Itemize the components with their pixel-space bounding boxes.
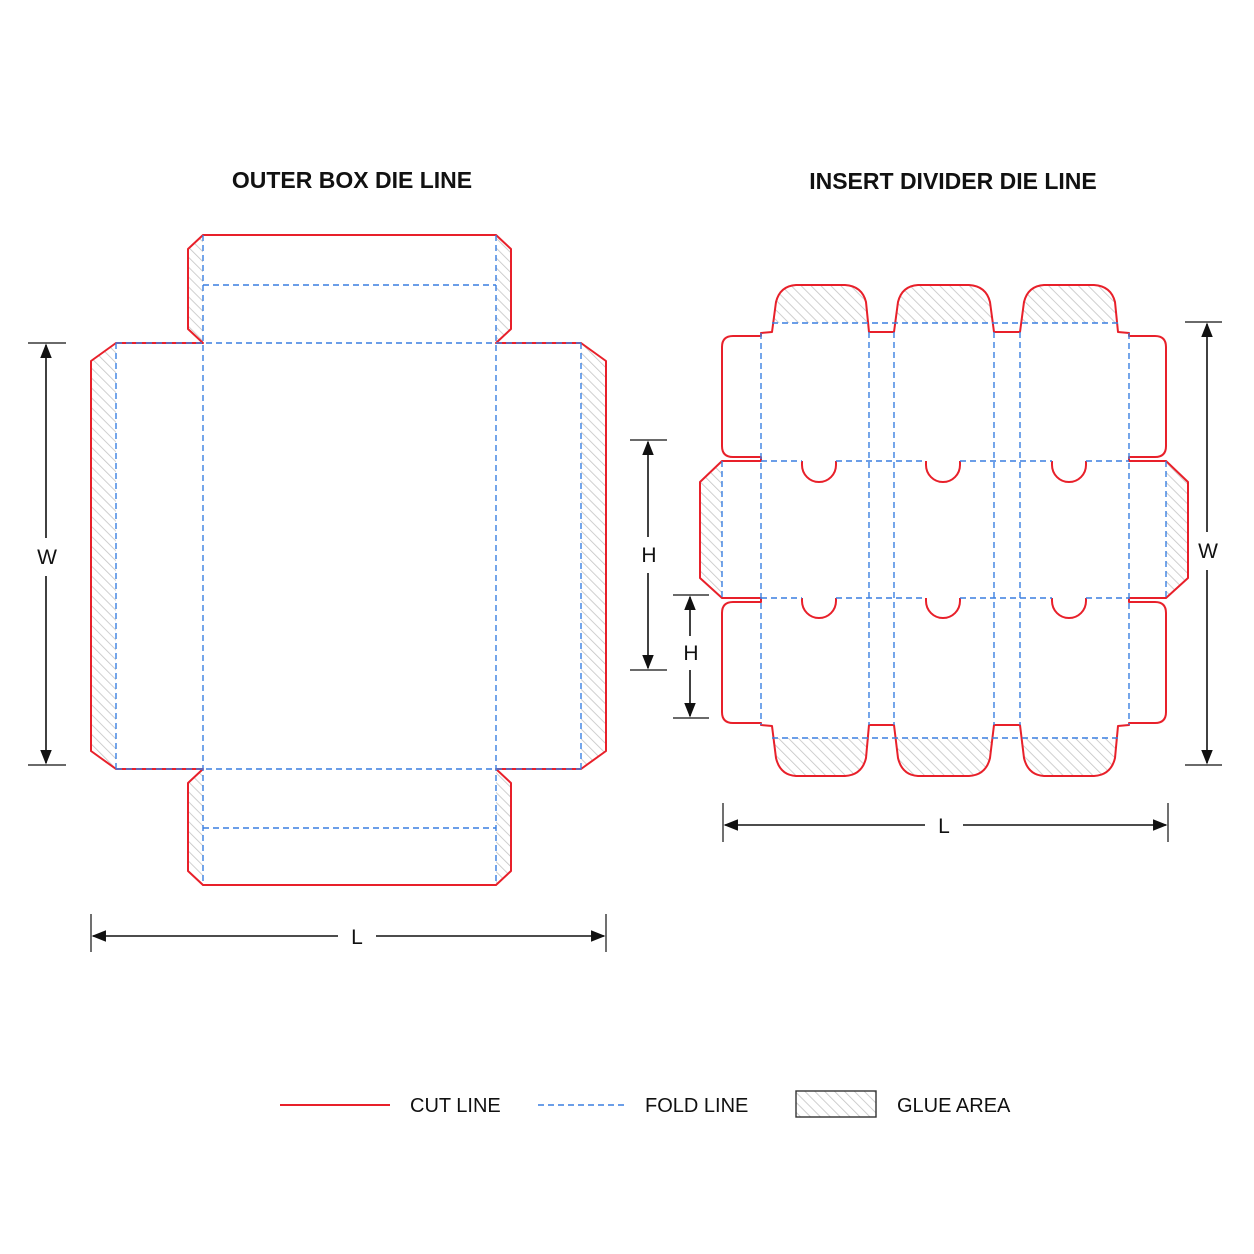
outer-dim-l-label: L — [351, 926, 363, 949]
insert-glue-bottom-tab-3 — [1020, 738, 1118, 776]
outer-glue-right-flap — [581, 343, 606, 769]
outer-dimension-w: W — [28, 342, 66, 766]
legend-fold-label: FOLD LINE — [645, 1095, 748, 1117]
insert-divider-die-line: H H W L — [630, 284, 1222, 842]
insert-dim-h2-label: H — [683, 642, 698, 665]
insert-dim-w-label: W — [1198, 540, 1218, 563]
insert-glue-right-side — [1166, 463, 1188, 598]
insert-glue-bottom-tab-2 — [894, 738, 994, 776]
legend-glue-label: GLUE AREA — [897, 1095, 1011, 1117]
insert-notches-row-2 — [801, 598, 1087, 619]
insert-dimension-w: W — [1185, 321, 1222, 766]
insert-glue-left-side — [700, 463, 722, 598]
outer-fold-lines — [115, 235, 582, 885]
insert-dimension-h-upper: H — [630, 439, 667, 671]
insert-dim-h1-label: H — [641, 544, 656, 567]
outer-dimension-l: L — [90, 914, 607, 952]
outer-glue-top-right-tab — [496, 235, 511, 343]
legend-glue-swatch — [795, 1090, 877, 1118]
outer-glue-bottom-right-tab — [496, 769, 511, 885]
outer-cut-line — [90, 234, 607, 886]
insert-glue-top-tab-2 — [894, 285, 994, 323]
insert-dimension-l: L — [722, 803, 1169, 842]
outer-dim-w-label: W — [37, 546, 57, 569]
insert-glue-top-tab-3 — [1020, 285, 1118, 323]
insert-dim-l-label: L — [938, 815, 950, 838]
outer-box-die-line: W L — [28, 234, 607, 952]
outer-glue-bottom-left-tab — [188, 769, 203, 885]
insert-glue-bottom-tab-1 — [772, 738, 869, 776]
legend-cut-label: CUT LINE — [410, 1095, 501, 1117]
outer-box-title: OUTER BOX DIE LINE — [232, 167, 472, 193]
insert-glue-top-tab-1 — [772, 285, 869, 323]
insert-cut-line — [699, 284, 1189, 777]
outer-glue-left-flap — [91, 343, 116, 769]
insert-divider-title: INSERT DIVIDER DIE LINE — [809, 168, 1097, 194]
insert-dimension-h-lower: H — [673, 594, 709, 719]
insert-notches-row-1 — [801, 461, 1087, 483]
outer-glue-top-left-tab — [188, 235, 203, 343]
insert-fold-lines — [721, 322, 1167, 739]
legend: CUT LINE FOLD LINE GLUE AREA — [280, 1090, 1011, 1118]
